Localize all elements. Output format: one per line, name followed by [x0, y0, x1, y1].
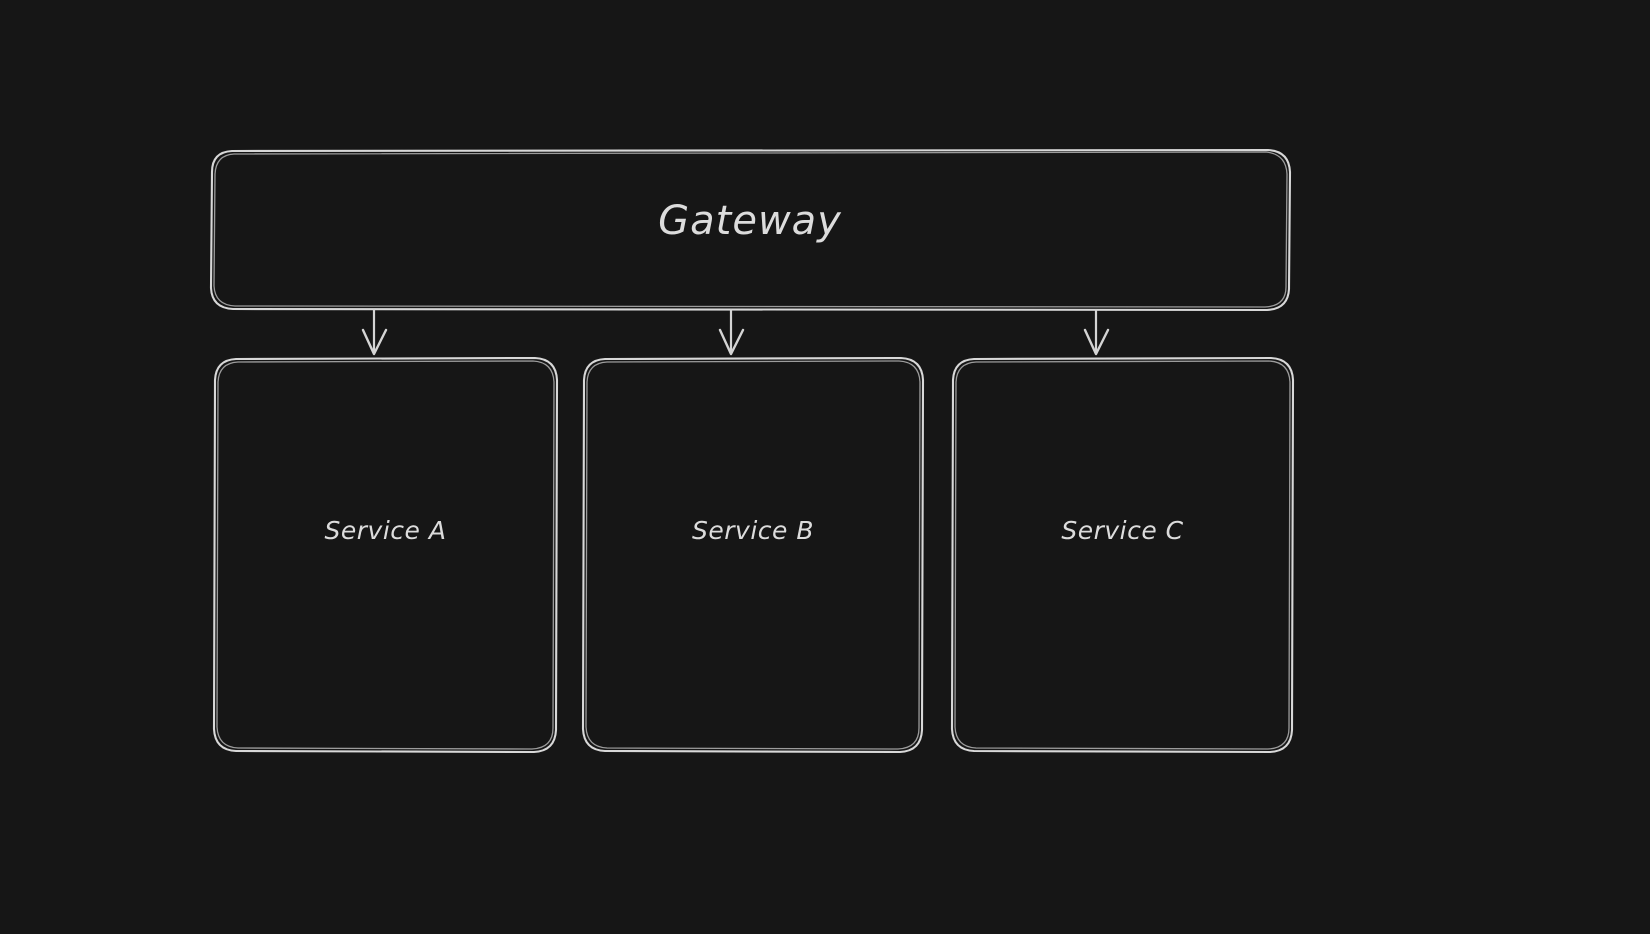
- edge-gateway-service-c: [1083, 308, 1110, 356]
- edge-gateway-service-a: [361, 308, 388, 356]
- node-service-c[interactable]: [950, 356, 1295, 754]
- node-label-service-b: Service B: [692, 516, 814, 545]
- node-service-a[interactable]: [212, 356, 559, 754]
- node-label-gateway: Gateway: [658, 198, 842, 244]
- node-label-service-a: Service A: [324, 516, 447, 545]
- edge-gateway-service-b: [718, 308, 745, 356]
- node-gateway[interactable]: [209, 148, 1292, 312]
- node-label-service-c: Service C: [1061, 516, 1184, 545]
- node-service-b[interactable]: [581, 356, 925, 754]
